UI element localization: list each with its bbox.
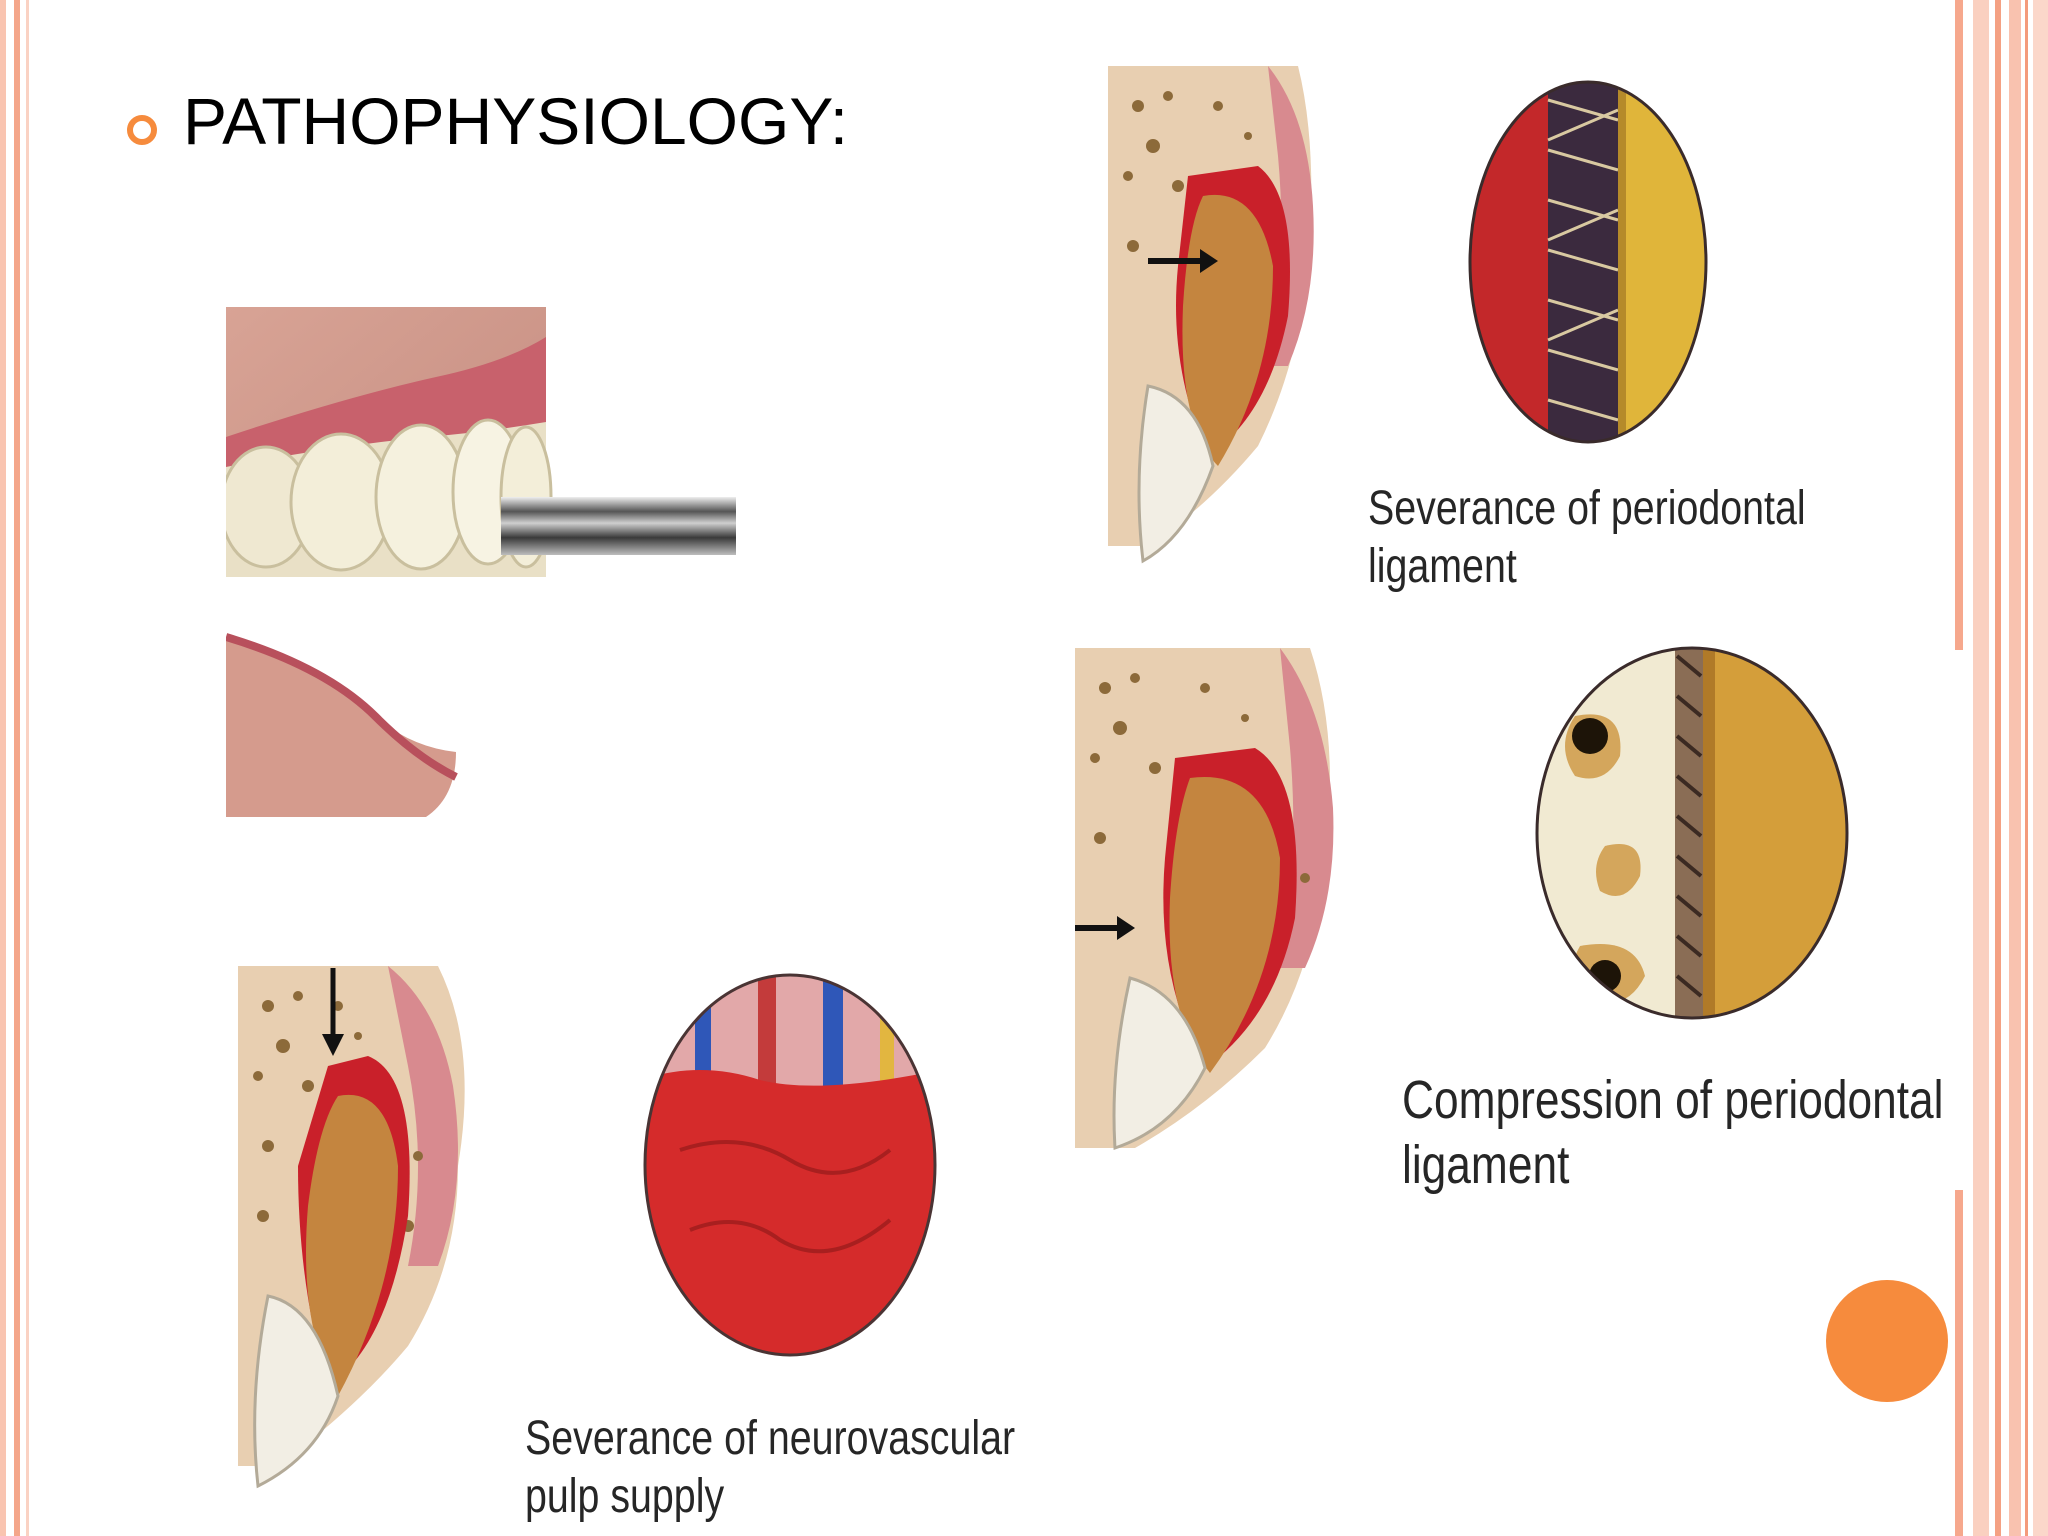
page-title: PATHOPHYSIOLOGY:: [183, 84, 849, 158]
tooth-cross-section-periodontal-compression: [1075, 648, 1334, 1151]
tooth-cross-section-neurovascular: [238, 966, 465, 1489]
teeth-impact-photo: [226, 307, 736, 817]
magnified-neurovascular-circle: [643, 973, 937, 1357]
magnified-periodontal-severance-circle: [1468, 80, 1708, 444]
caption-severance-neurovascular: Severance of neurovascular pulp supply: [525, 1412, 1016, 1523]
tooth-cross-section-periodontal-severance: [1108, 66, 1314, 564]
left-border-decoration: [0, 0, 29, 1536]
right-border-decoration: [1955, 0, 2048, 1536]
bullet-icon: [127, 115, 157, 145]
magnified-periodontal-compression-circle: [1535, 646, 1849, 1020]
caption-severance-periodontal: Severance of periodontal ligament: [1368, 482, 1806, 593]
orange-circle-decoration: [1826, 1280, 1948, 1402]
caption-compression-periodontal: Compression of periodontal ligament: [1402, 1070, 1944, 1195]
